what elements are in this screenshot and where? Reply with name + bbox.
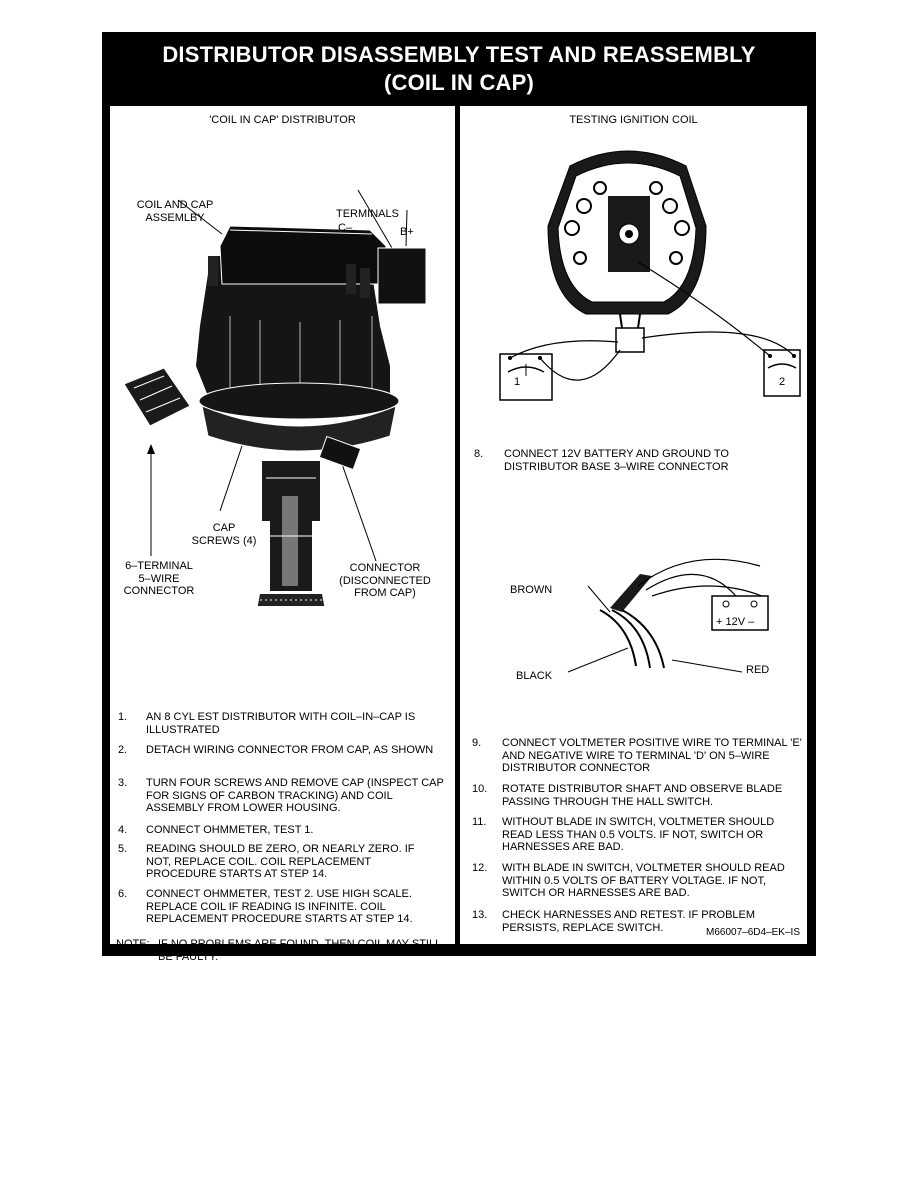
right-panel-caption: TESTING IGNITION COIL [569, 114, 698, 126]
coil-cap-label: COIL AND CAP ASSEMLBY [136, 199, 214, 224]
step-text: AN 8 CYL EST DISTRIBUTOR WITH COIL–IN–CA… [146, 711, 416, 736]
step-text: CONNECT OHMMETER, TEST 1. [146, 824, 314, 836]
step-text: CONNECT OHMMETER, TEST 2. USE HIGH SCALE… [146, 888, 413, 925]
instruction-sheet: DISTRIBUTOR DISASSEMBLY TEST AND REASSEM… [102, 32, 816, 963]
step-number: 1. [118, 711, 128, 723]
ignition-coil-test-diagram [499, 150, 801, 673]
step-number: 8. [474, 448, 484, 460]
battery-label: + 12V – [716, 616, 755, 628]
step-number: 12. [472, 862, 488, 874]
six-terminal-connector-label: 6–TERMINAL 5–WIRE CONNECTOR [123, 560, 195, 597]
step-text: WITHOUT BLADE IN SWITCH, VOLTMETER SHOUL… [502, 816, 775, 853]
distributor-illustration [123, 189, 427, 606]
step-number: 9. [472, 737, 482, 749]
black-wire-label: BLACK [516, 670, 553, 682]
step-number: 2. [118, 744, 128, 756]
c-minus-label: C– [338, 222, 353, 234]
b-plus-label: B+ [400, 226, 414, 238]
step-text: READING SHOULD BE ZERO, OR NEARLY ZERO. … [146, 843, 415, 880]
meter-2-number: 2 [779, 376, 786, 388]
meter-1-number: 1 [514, 376, 521, 388]
step-text: CONNECT 12V BATTERY AND GROUND TO DISTRI… [504, 448, 729, 473]
left-panel: 'COIL IN CAP' DISTRIBUTOR [110, 106, 455, 963]
page-title-line-2: (COIL IN CAP) [383, 70, 535, 95]
red-wire-label: RED [746, 664, 770, 676]
step-number: 6. [118, 888, 128, 900]
note-text: IF NO PROBLEMS ARE FOUND, THEN COIL MAY … [158, 938, 441, 963]
step-number: 4. [118, 824, 128, 836]
step-number: 10. [472, 783, 488, 795]
step-text: DETACH WIRING CONNECTOR FROM CAP, AS SHO… [146, 744, 434, 756]
step-text: TURN FOUR SCREWS AND REMOVE CAP (INSPECT… [146, 777, 444, 814]
step-text: CONNECT VOLTMETER POSITIVE WIRE TO TERMI… [502, 737, 802, 774]
step-text: WITH BLADE IN SWITCH, VOLTMETER SHOULD R… [502, 862, 785, 899]
figure-id: M66007–6D4–EK–IS [706, 927, 800, 938]
left-panel-caption: 'COIL IN CAP' DISTRIBUTOR [209, 114, 356, 126]
step-number: 5. [118, 843, 128, 855]
step-number: 13. [472, 909, 488, 921]
note-label: NOTE: [116, 938, 150, 950]
step-number: 3. [118, 777, 128, 789]
page-title-line-1: DISTRIBUTOR DISASSEMBLY TEST AND REASSEM… [162, 42, 756, 67]
title-band: DISTRIBUTOR DISASSEMBLY TEST AND REASSEM… [102, 32, 816, 106]
terminals-label: TERMINALS [336, 208, 399, 220]
disconnected-connector-label: CONNECTOR (DISCONNECTED FROM CAP) [339, 562, 431, 599]
step-text: CHECK HARNESSES AND RETEST. IF PROBLEM P… [502, 909, 756, 934]
right-panel: TESTING IGNITION COIL [460, 106, 807, 944]
step-text: ROTATE DISTRIBUTOR SHAFT AND OBSERVE BLA… [502, 783, 783, 808]
cap-screws-label: CAP SCREWS (4) [191, 522, 257, 547]
step-number: 11. [472, 816, 487, 828]
brown-wire-label: BROWN [510, 584, 553, 596]
